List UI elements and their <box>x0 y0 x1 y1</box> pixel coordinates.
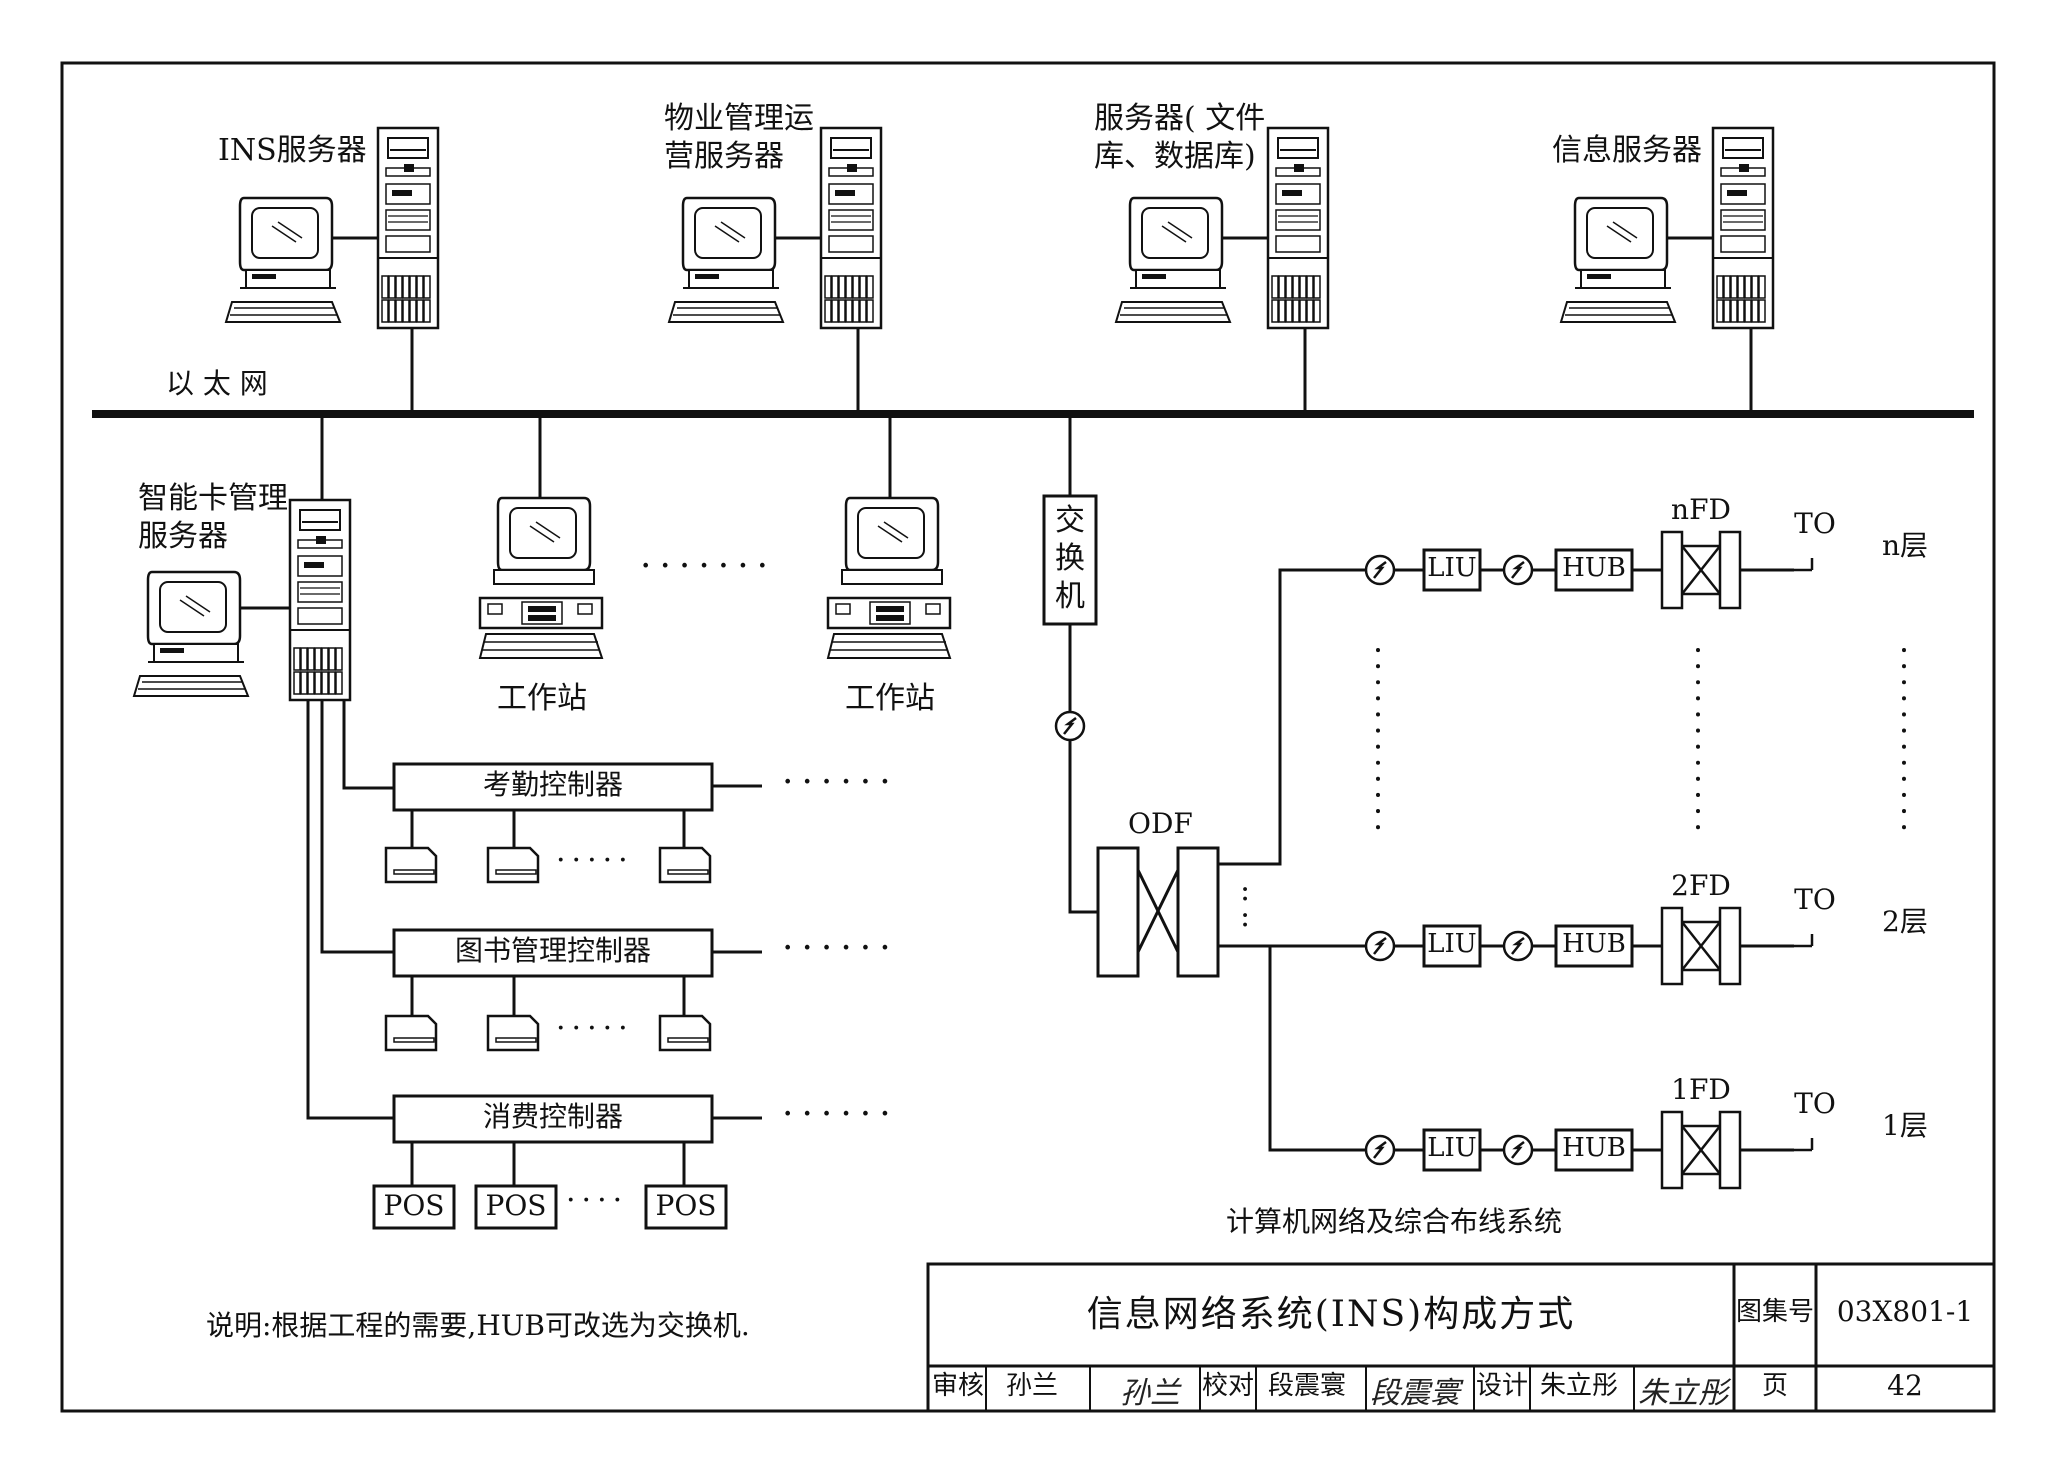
to-label-1: TO <box>1794 1087 1836 1120</box>
workstation-label-1: 工作站 <box>497 681 587 716</box>
attendance-reader-dots: ····· <box>556 843 634 878</box>
odf-vertical-dots-1: : <box>1240 873 1251 908</box>
fd-label-1: 1FD <box>1671 1073 1731 1106</box>
pos-box-2 <box>474 1184 558 1230</box>
pos-dots: ···· <box>566 1183 629 1218</box>
note-text: 说明:根据工程的需要,HUB可改选为交换机. <box>206 1309 750 1342</box>
floor-n-chain <box>1364 530 1814 610</box>
design-signature: 朱立彤 <box>1638 1376 1728 1411</box>
pos-box-3 <box>644 1184 728 1230</box>
attendance-row-dots: ······ <box>782 762 899 803</box>
outer-frame <box>60 61 1996 1413</box>
library-controller-label: 图书管理控制器 <box>454 934 652 967</box>
switch-label-char1: 交 <box>1055 503 1085 538</box>
odf-vertical-dots-2: : <box>1240 899 1251 934</box>
page-number: 42 <box>1887 1369 1923 1402</box>
info-server-label: 信息服务器 <box>1552 133 1702 168</box>
switch-label-char3: 机 <box>1055 579 1085 614</box>
hub-label-1: HUB <box>1562 1133 1626 1163</box>
pos-label-3: POS <box>655 1189 717 1222</box>
review-signature: 孙兰 <box>1120 1376 1180 1411</box>
check-name: 段震寰 <box>1268 1371 1347 1401</box>
odf-label: ODF <box>1128 807 1193 840</box>
liu-label-n: LIU <box>1427 553 1477 583</box>
floor-label-1: 1层 <box>1882 1109 1928 1142</box>
atlas-number-label: 图集号 <box>1735 1297 1815 1327</box>
hub-label-2: HUB <box>1562 929 1626 959</box>
attendance-reader-3 <box>658 846 712 884</box>
liu-label-1: LIU <box>1427 1133 1477 1163</box>
atlas-number-value: 03X801-1 <box>1836 1295 1974 1328</box>
smartcard-server-group <box>132 414 352 702</box>
consumption-controller-label: 消费控制器 <box>482 1100 624 1133</box>
controller-bus <box>306 700 394 1120</box>
to-label-2: TO <box>1794 883 1836 916</box>
file-server-group <box>1114 126 1330 414</box>
check-label: 校对 <box>1202 1371 1255 1401</box>
diagram-caption: 计算机网络及综合布线系统 <box>1226 1205 1563 1238</box>
ins-server-group <box>224 126 440 414</box>
vertical-dots <box>1376 648 1906 842</box>
to-label-n: TO <box>1794 507 1836 540</box>
smartcard-server-label-line2: 服务器 <box>138 519 228 554</box>
pos-box-1 <box>372 1184 456 1230</box>
floor-1-chain <box>1364 1110 1814 1190</box>
library-reader-2 <box>486 1014 540 1052</box>
floor-label-2: 2层 <box>1882 905 1928 938</box>
workstation-dots: ······· <box>640 546 777 587</box>
title-block-frame <box>926 1262 1996 1413</box>
review-name: 孙兰 <box>1006 1371 1059 1401</box>
attendance-reader-2 <box>486 846 540 884</box>
info-server-group <box>1559 126 1775 414</box>
pos-label-1: POS <box>383 1189 445 1222</box>
library-reader-3 <box>658 1014 712 1052</box>
library-row-dots: ······ <box>782 928 899 969</box>
attendance-controller-label: 考勤控制器 <box>482 768 624 801</box>
file-server-label-line1: 服务器( 文件 <box>1094 101 1266 136</box>
fiber-icon-switch <box>1054 710 1086 742</box>
design-name: 朱立彤 <box>1540 1371 1619 1401</box>
floor-label-n: n层 <box>1882 529 1929 562</box>
fd-label-n: nFD <box>1671 493 1731 526</box>
property-server-label-line1: 物业管理运 <box>664 101 814 136</box>
property-server-label-line2: 营服务器 <box>664 139 784 174</box>
switch-box <box>1042 494 1098 626</box>
library-reader-1 <box>384 1014 438 1052</box>
floor-2-chain <box>1364 906 1814 986</box>
property-server-group <box>667 126 883 414</box>
odf-frame <box>1096 846 1220 978</box>
consumption-row-dots: ······ <box>782 1094 899 1135</box>
hub-label-n: HUB <box>1562 553 1626 583</box>
page-label: 页 <box>1761 1371 1789 1401</box>
workstation-label-2: 工作站 <box>845 681 935 716</box>
ethernet-label: 以 太 网 <box>166 367 268 400</box>
check-signature: 段震寰 <box>1370 1376 1460 1411</box>
pos-label-2: POS <box>485 1189 547 1222</box>
smartcard-server-label-line1: 智能卡管理 <box>138 481 288 516</box>
workstation-2 <box>826 414 952 660</box>
liu-label-2: LIU <box>1427 929 1477 959</box>
ins-server-label: INS服务器 <box>218 133 367 168</box>
review-label: 审核 <box>932 1371 985 1401</box>
attendance-reader-1 <box>384 846 438 884</box>
file-server-label-line2: 库、数据库) <box>1094 139 1256 174</box>
design-label: 设计 <box>1476 1371 1529 1401</box>
switch-label-char2: 换 <box>1055 541 1085 576</box>
library-reader-dots: ····· <box>556 1011 634 1046</box>
title-block-title: 信息网络系统(INS)构成方式 <box>1086 1294 1576 1335</box>
fd-label-2: 2FD <box>1671 869 1731 902</box>
workstation-1 <box>478 414 604 660</box>
